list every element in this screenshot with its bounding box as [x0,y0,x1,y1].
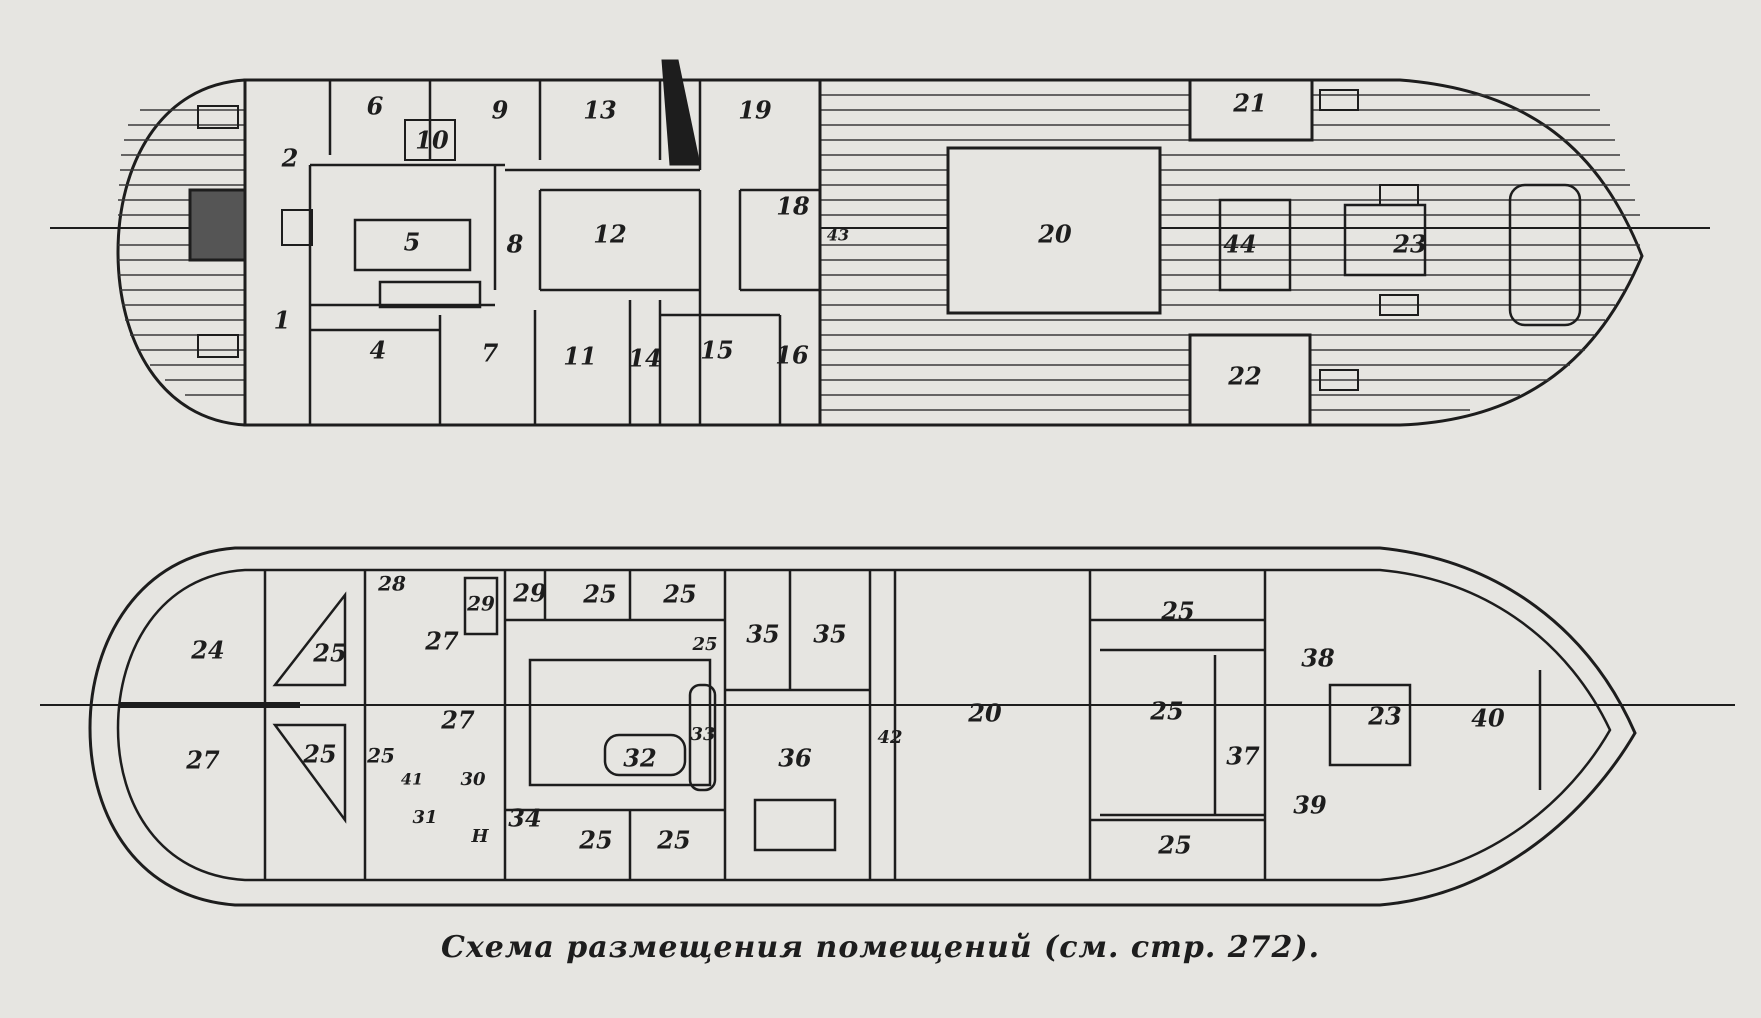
bollard-fore-2 [1379,184,1419,206]
label-29-b: 29 [512,579,547,608]
label-4: 4 [370,336,387,365]
bollard-fore-3 [1379,294,1419,316]
lower-deck-labels: 20 23 24 25 25 25 25 25 25 25 25 25 25 2… [185,572,1505,860]
label-27-c: 27 [440,706,475,735]
label-25-a: 25 [312,639,346,668]
companion-23-lower [1328,683,1412,767]
label-25-i: 25 [1160,597,1194,626]
upper-deck-plan [50,59,1710,427]
label-35-b: 35 [813,620,846,649]
label-27-b: 27 [424,627,459,656]
label-25-k: 25 [1157,831,1191,860]
room-22 [1188,333,1312,427]
upper-deck-labels: 1 2 4 5 6 7 8 9 10 11 12 13 14 15 16 18 … [274,89,1427,391]
stern-grating [188,188,247,262]
label-33: 33 [690,724,715,745]
deckhouse-outline [243,78,822,427]
label-40: 40 [1471,704,1505,733]
deckhouse-partitions [243,80,820,425]
cabin-10-box [404,119,456,161]
label-7: 7 [482,339,499,368]
label-6: 6 [367,92,384,121]
bow-fitting [1508,183,1582,327]
lower-hull-inner [116,568,1612,882]
ladder-stern [281,209,313,246]
label-30: 30 [460,769,486,790]
lower-deck-plan [40,546,1735,907]
label-25-f: 25 [366,744,395,768]
label-25-e: 25 [691,634,717,655]
tank-32 [603,733,687,777]
label-23-upper: 23 [1392,230,1426,259]
bollard-fore-1 [1319,89,1359,111]
label-1: 1 [274,306,291,335]
label-42: 42 [877,727,902,748]
figure-caption: Схема размещения помещений (см. стр. 272… [440,930,1321,965]
tank-33 [688,683,717,792]
label-2: 2 [281,144,299,173]
label-10: 10 [415,126,449,155]
label-21: 21 [1232,89,1266,118]
label-25-h: 25 [656,826,690,855]
label-43: 43 [827,226,849,245]
label-25-j: 25 [1149,697,1183,726]
tank-25-top [272,591,347,687]
label-27-a: 27 [185,746,220,775]
label-36: 36 [778,744,812,773]
label-14: 14 [628,344,661,373]
label-15: 15 [700,336,733,365]
stern-bollard-top [197,105,239,129]
hatch-20 [946,146,1162,315]
label-31: 31 [412,807,437,828]
lower-hull-outer [88,546,1637,907]
label-22: 22 [1227,362,1261,391]
label-5: 5 [404,228,421,257]
label-23-lower: 23 [1367,702,1401,731]
engine-block [528,658,712,787]
label-38: 38 [1301,644,1335,673]
upper-hull-outline [116,78,1644,427]
label-35-a: 35 [746,620,779,649]
tank-25-bottom [272,723,347,824]
label-n: Н [470,826,489,847]
room-29-box [463,576,499,636]
label-11: 11 [563,342,596,371]
label-25-d: 25 [662,580,696,609]
label-44: 44 [1223,230,1256,259]
label-12: 12 [593,220,626,249]
label-32: 32 [623,744,656,773]
stern-bollard-bottom [197,334,239,358]
label-25-g: 25 [578,826,612,855]
label-25-c: 25 [582,580,616,609]
label-39: 39 [1293,791,1327,820]
room-21 [1188,78,1314,142]
table-5 [353,218,472,272]
label-29-a: 29 [466,592,495,616]
stern-deck-planking [118,109,245,396]
bollard-fore-4 [1319,369,1359,391]
label-25-b: 25 [302,740,336,769]
label-9: 9 [492,96,509,125]
label-16: 16 [775,341,809,370]
lower-bulkheads [263,570,1542,880]
bench-4 [378,280,482,309]
label-18: 18 [776,192,810,221]
room-36-inner [753,798,837,852]
label-8: 8 [506,230,524,259]
mast-wedge [661,59,701,166]
label-37: 37 [1226,742,1260,771]
label-41: 41 [401,770,423,789]
label-13: 13 [583,96,616,125]
label-24: 24 [190,636,224,665]
label-20-upper: 20 [1037,220,1072,249]
windlass-44 [1218,198,1292,292]
label-20-lower: 20 [967,699,1002,728]
label-28: 28 [377,572,406,596]
label-34: 34 [508,804,541,833]
label-19: 19 [738,96,772,125]
